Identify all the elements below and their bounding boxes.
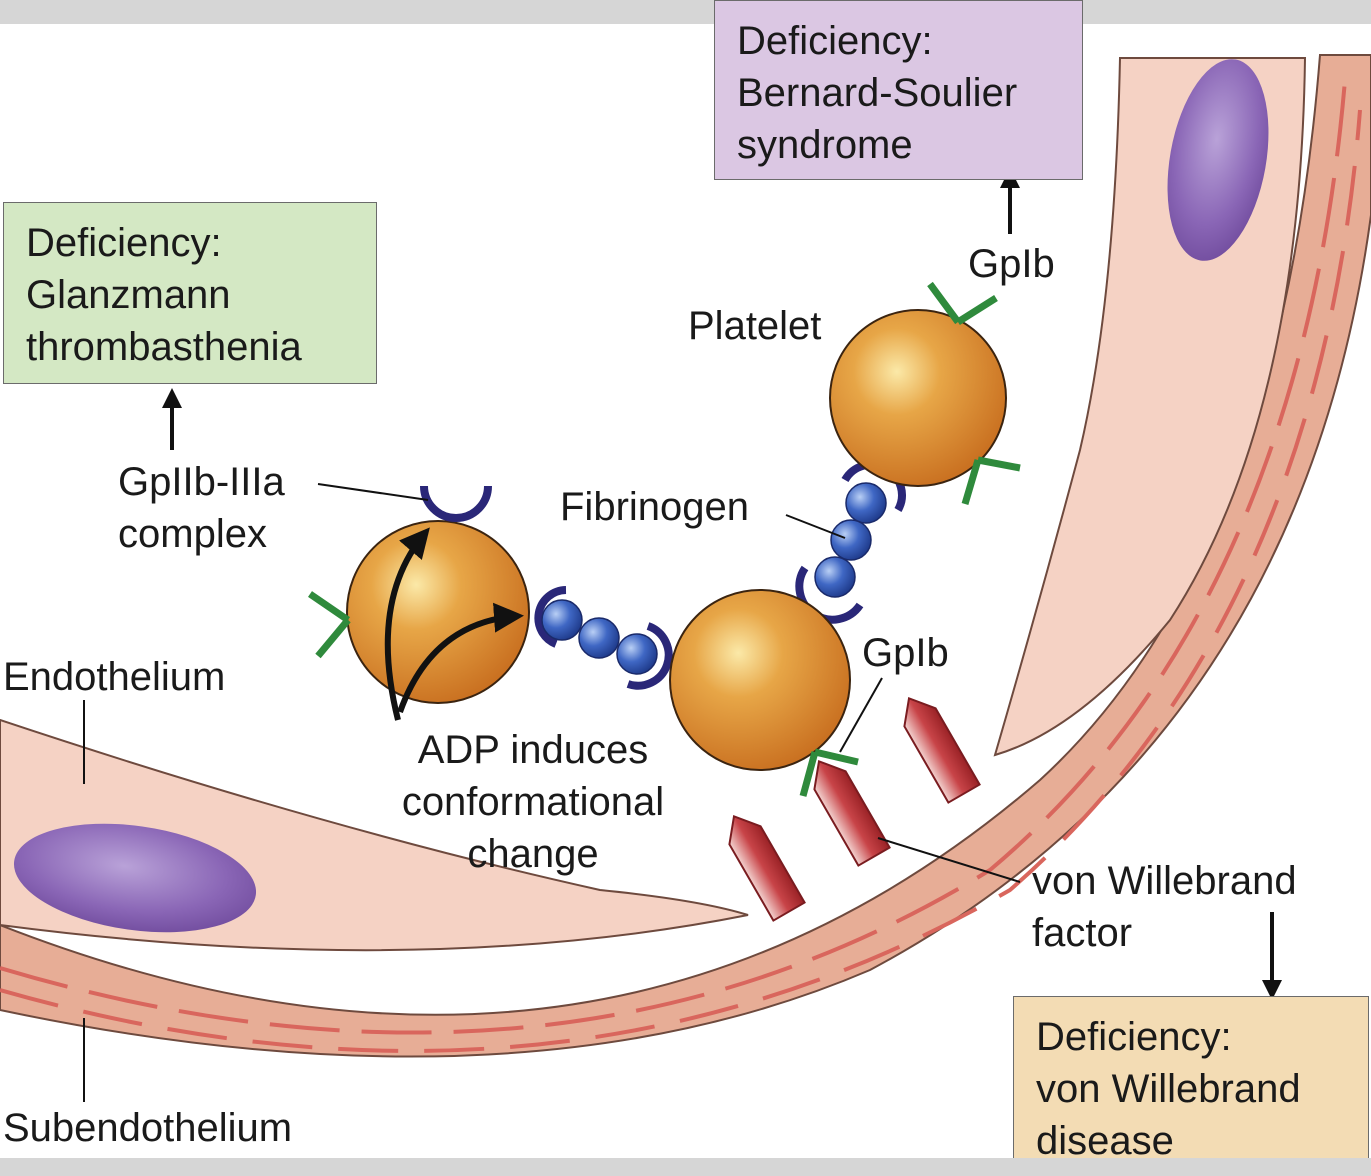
label-gpiib-iiia-complex: GpIIb-IIIa complex — [118, 456, 285, 560]
subendothelium-layer — [0, 54, 1371, 1058]
bernard-soulier-deficiency-box: Deficiency: Bernard-Soulier syndrome — [714, 0, 1083, 180]
von-willebrand-deficiency-box: Deficiency: von Willebrand disease — [1013, 996, 1369, 1176]
label-adp-line-3: change — [467, 832, 599, 876]
gpib-receptor-top — [927, 281, 998, 325]
gpiib-iiia-receptor — [420, 485, 492, 522]
glanzmann-line-3: thrombasthenia — [26, 325, 302, 369]
bottom-edge-bar — [0, 1158, 1371, 1176]
adp-arrow-1 — [384, 527, 430, 721]
vwf-molecule-1 — [728, 814, 806, 922]
vwd-line-1: Deficiency: — [1036, 1015, 1232, 1059]
leader-fibrinogen — [785, 514, 846, 539]
vwf-molecule-3 — [903, 696, 981, 804]
fibrinogen-bridge-horizontal — [534, 586, 673, 690]
fibrinogen-bridge-vertical — [795, 460, 906, 624]
platelet-middle — [669, 589, 851, 771]
label-fibrinogen: Fibrinogen — [560, 485, 750, 529]
gpib-receptor-middle — [799, 748, 859, 797]
vwf-molecule-2 — [813, 759, 891, 867]
leader-vwf — [877, 837, 1021, 883]
gpib-receptor-top-right — [961, 456, 1021, 505]
bernard-line-3: syndrome — [737, 123, 913, 167]
vwd-line-3: disease — [1036, 1119, 1174, 1163]
platelet-left — [346, 520, 530, 704]
label-endothelium: Endothelium — [3, 655, 226, 699]
leader-gpiib — [317, 483, 429, 501]
label-adp-line-2: conformational — [401, 780, 665, 824]
glanzmann-line-1: Deficiency: — [26, 221, 222, 265]
glanzmann-deficiency-box: Deficiency: Glanzmann thrombasthenia — [3, 202, 377, 384]
label-gpib-middle: GpIb — [862, 631, 949, 675]
label-vwf-line-1: von Willebrand — [1032, 859, 1297, 903]
bernard-line-1: Deficiency: — [737, 19, 933, 63]
label-von-willebrand-factor: von Willebrand factor — [1032, 855, 1297, 959]
label-gpiib-line-2: complex — [118, 512, 267, 556]
label-vwf-line-2: factor — [1032, 911, 1133, 955]
top-edge-bar — [0, 0, 1371, 24]
platelet-top — [829, 309, 1007, 487]
nucleus-left — [13, 823, 257, 933]
label-adp-induces: ADP induces conformational change — [380, 724, 686, 880]
glanzmann-line-2: Glanzmann — [26, 273, 231, 317]
nucleus-right — [1167, 59, 1269, 261]
leader-gpib-mid — [839, 677, 883, 753]
adp-arrow-2 — [397, 602, 524, 714]
label-gpib-top: GpIb — [968, 242, 1055, 286]
label-subendothelium: Subendothelium — [3, 1106, 293, 1150]
label-adp-line-1: ADP induces — [417, 728, 649, 772]
vwd-line-2: von Willebrand — [1036, 1067, 1301, 1111]
label-platelet: Platelet — [688, 304, 822, 348]
gpib-receptor-left — [308, 591, 351, 659]
bernard-line-2: Bernard-Soulier — [737, 71, 1018, 115]
label-gpiib-line-1: GpIIb-IIIa — [118, 460, 285, 504]
